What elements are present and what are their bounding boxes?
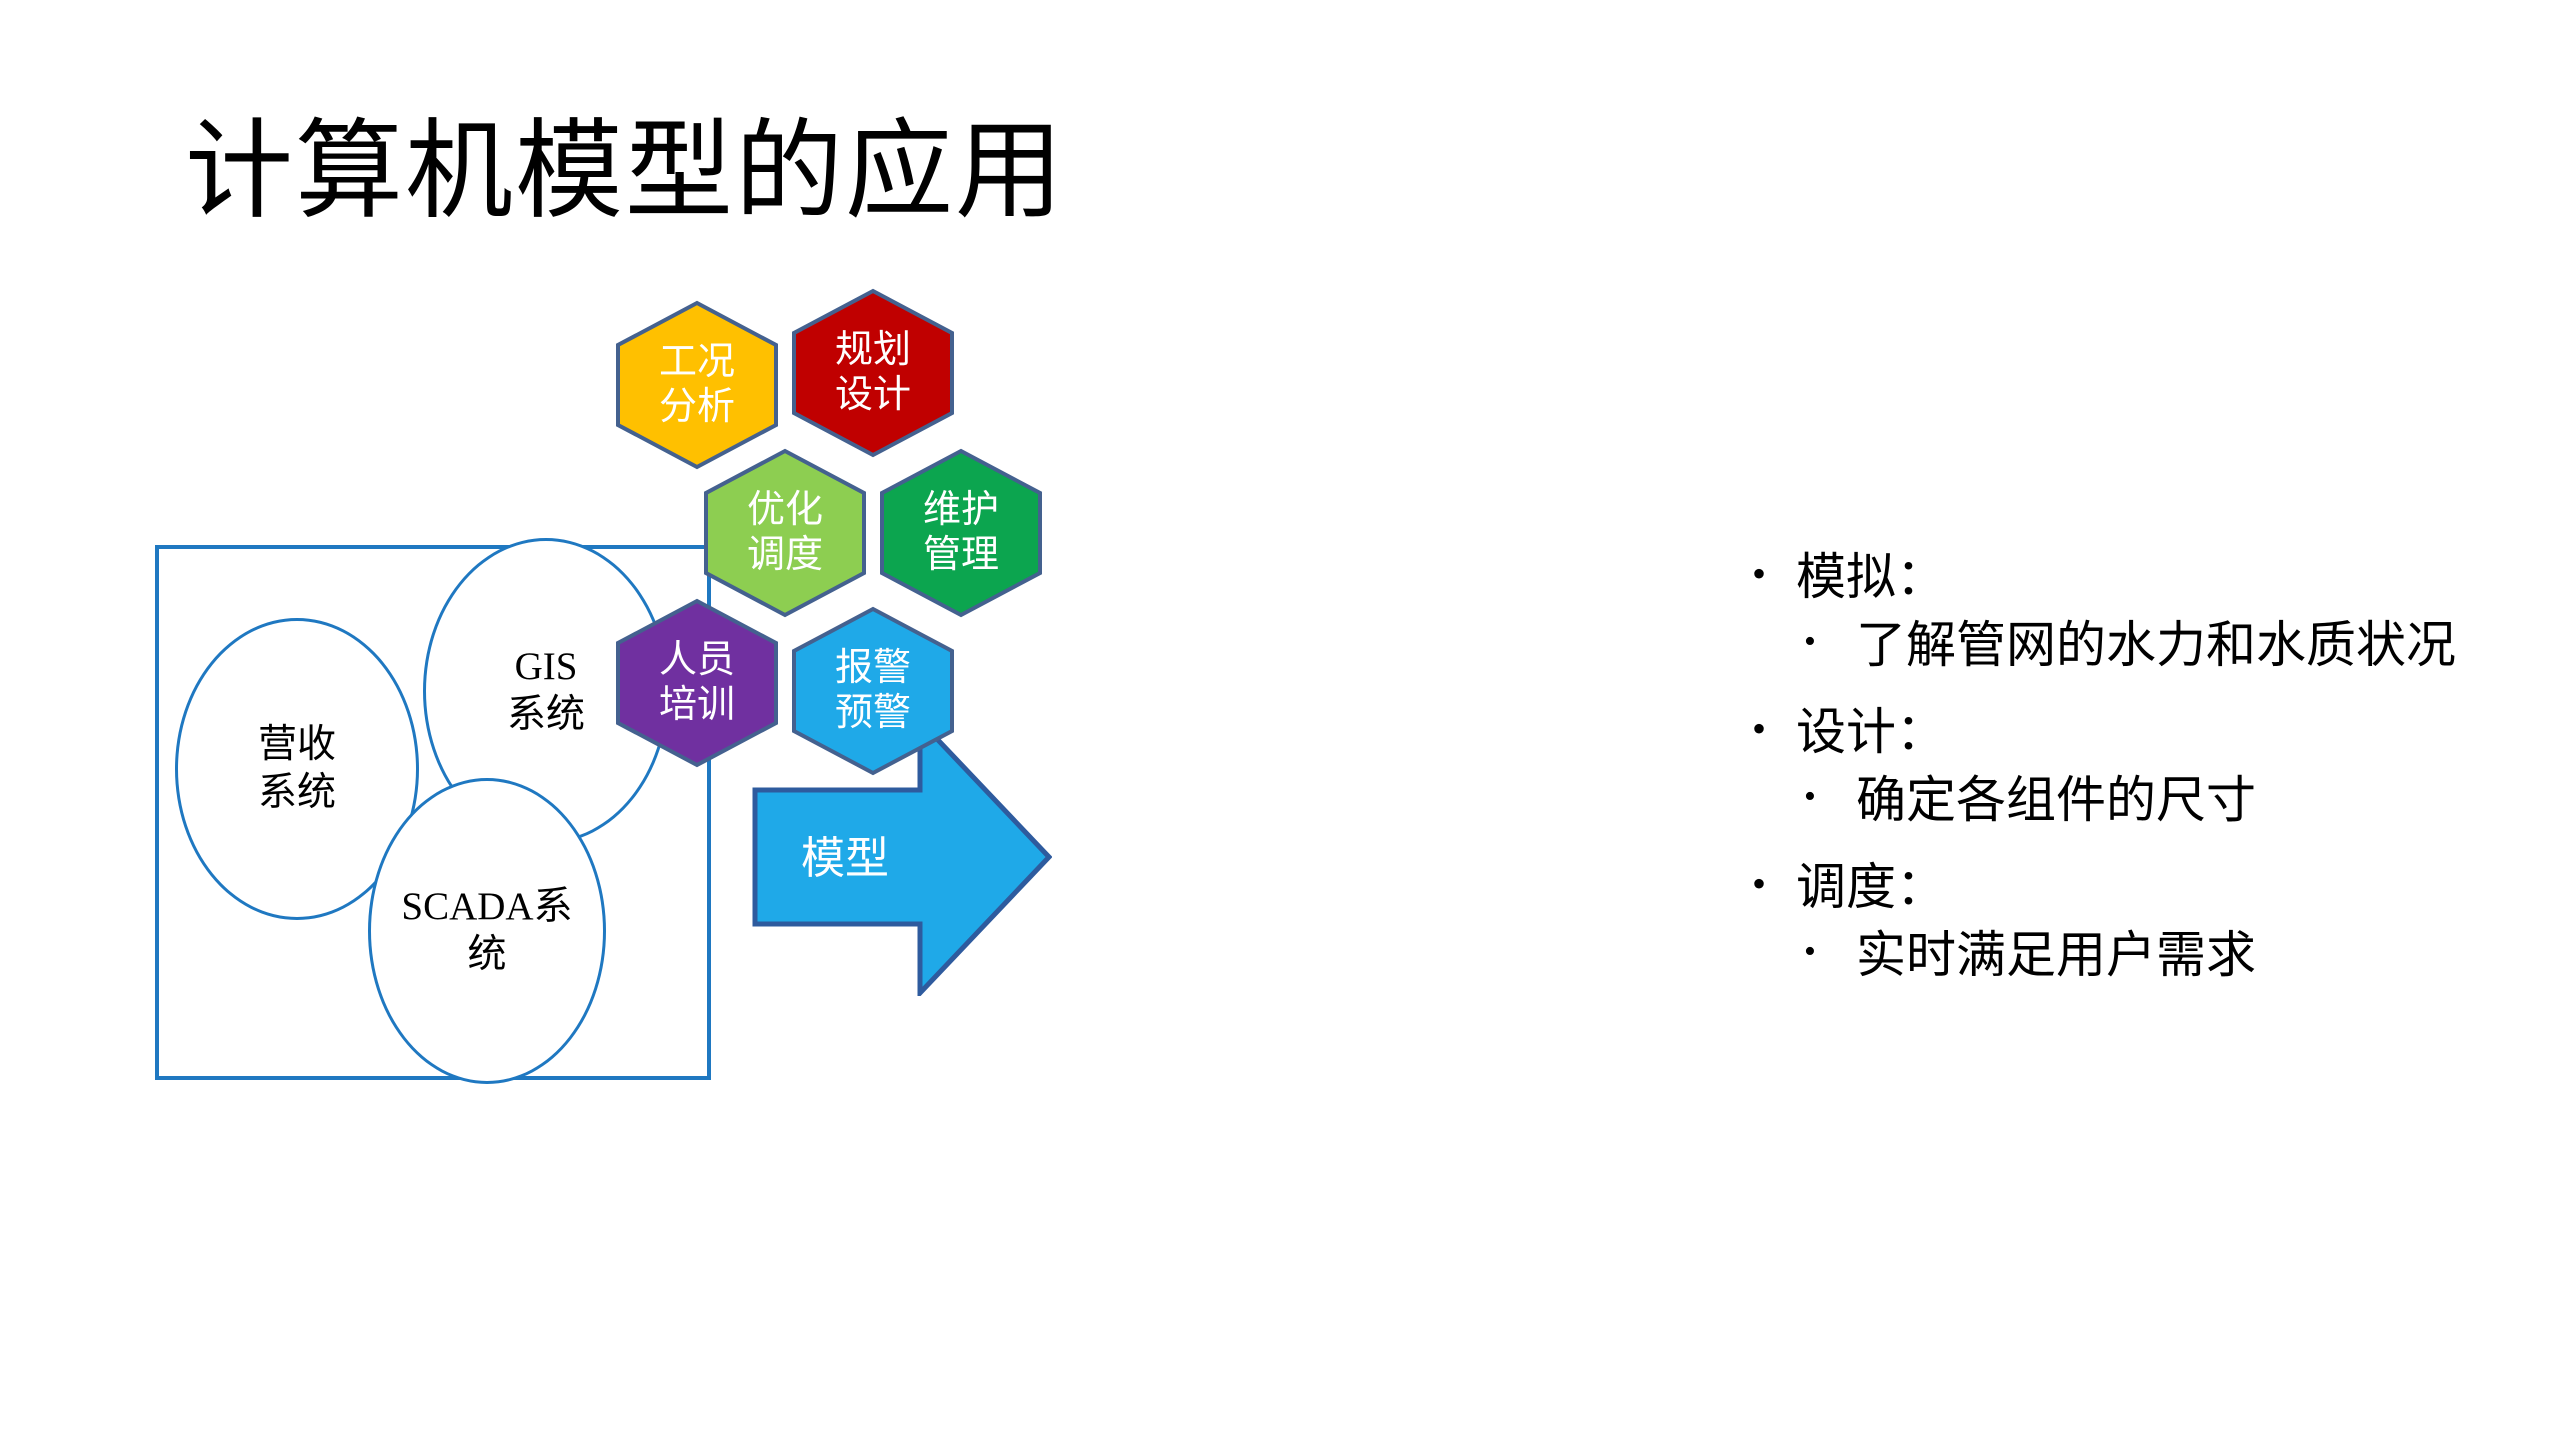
bullet-level2-dispatch-text: 实时满足用户需求 [1856,927,2256,983]
hexagon-weihu-guanli[interactable]: 维护 管理 [876,448,1046,618]
hexagon-baojing-yujing[interactable]: 报警 预警 [788,606,958,776]
model-arrow[interactable] [752,718,1052,996]
bullet-group-design: • 设计： • 确定各组件的尺寸 [1752,700,2542,833]
bullet-level2-simulation: • 了解管网的水力和水质状况 [1804,613,2542,678]
source-circle-gis-line2: 系统 [506,693,585,736]
source-circle-revenue-line1: 营收 [257,723,336,767]
source-circle-scada-line2: 统 [467,933,507,976]
source-circle-scada[interactable]: SCADA系 统 [368,778,606,1084]
bullet-level2-simulation-text: 了解管网的水力和水质状况 [1856,617,2456,673]
bullet-level1-simulation-text: 模拟： [1796,549,1946,605]
bullet-marker-icon: • [1752,861,1767,906]
bullet-level2-dispatch: • 实时满足用户需求 [1804,923,2542,988]
bullet-group-simulation: • 模拟： • 了解管网的水力和水质状况 [1752,545,2542,678]
source-circle-scada-line1: SCADA系 [401,885,573,929]
bullet-level1-design-text: 设计： [1796,704,1946,760]
bullet-marker-icon: • [1752,551,1767,596]
bullet-group-dispatch: • 调度： • 实时满足用户需求 [1752,855,2542,988]
bullet-level2-design-text: 确定各组件的尺寸 [1856,772,2256,828]
hexagon-youhua-diaodu[interactable]: 优化 调度 [700,448,870,618]
bullet-level1-dispatch: • 调度： [1752,855,2542,919]
hexagon-renyuan-peixun[interactable]: 人员 培训 [612,598,782,768]
bullet-list: • 模拟： • 了解管网的水力和水质状况 • 设计： • 确定各组件的尺寸 • … [1752,545,2542,1010]
right-arrow-icon [752,718,1052,996]
sub-bullet-marker-icon: • [1804,933,1816,970]
source-circle-revenue[interactable]: 营收 系统 [175,618,419,920]
sub-bullet-marker-icon: • [1804,778,1816,815]
hexagon-guihua-sheji[interactable]: 规划 设计 [788,288,958,458]
source-circle-revenue-line2: 系统 [257,771,336,814]
page-title: 计算机模型的应用 [185,113,1066,232]
sub-bullet-marker-icon: • [1804,623,1816,660]
bullet-level1-simulation: • 模拟： [1752,545,2542,609]
bullet-level1-design: • 设计： [1752,700,2542,764]
hexagon-gongkuang-fenxi[interactable]: 工况 分析 [612,300,782,470]
bullet-level2-design: • 确定各组件的尺寸 [1804,768,2542,833]
source-circle-gis-line1: GIS [514,645,578,689]
bullet-marker-icon: • [1752,706,1767,751]
bullet-level1-dispatch-text: 调度： [1796,859,1946,915]
